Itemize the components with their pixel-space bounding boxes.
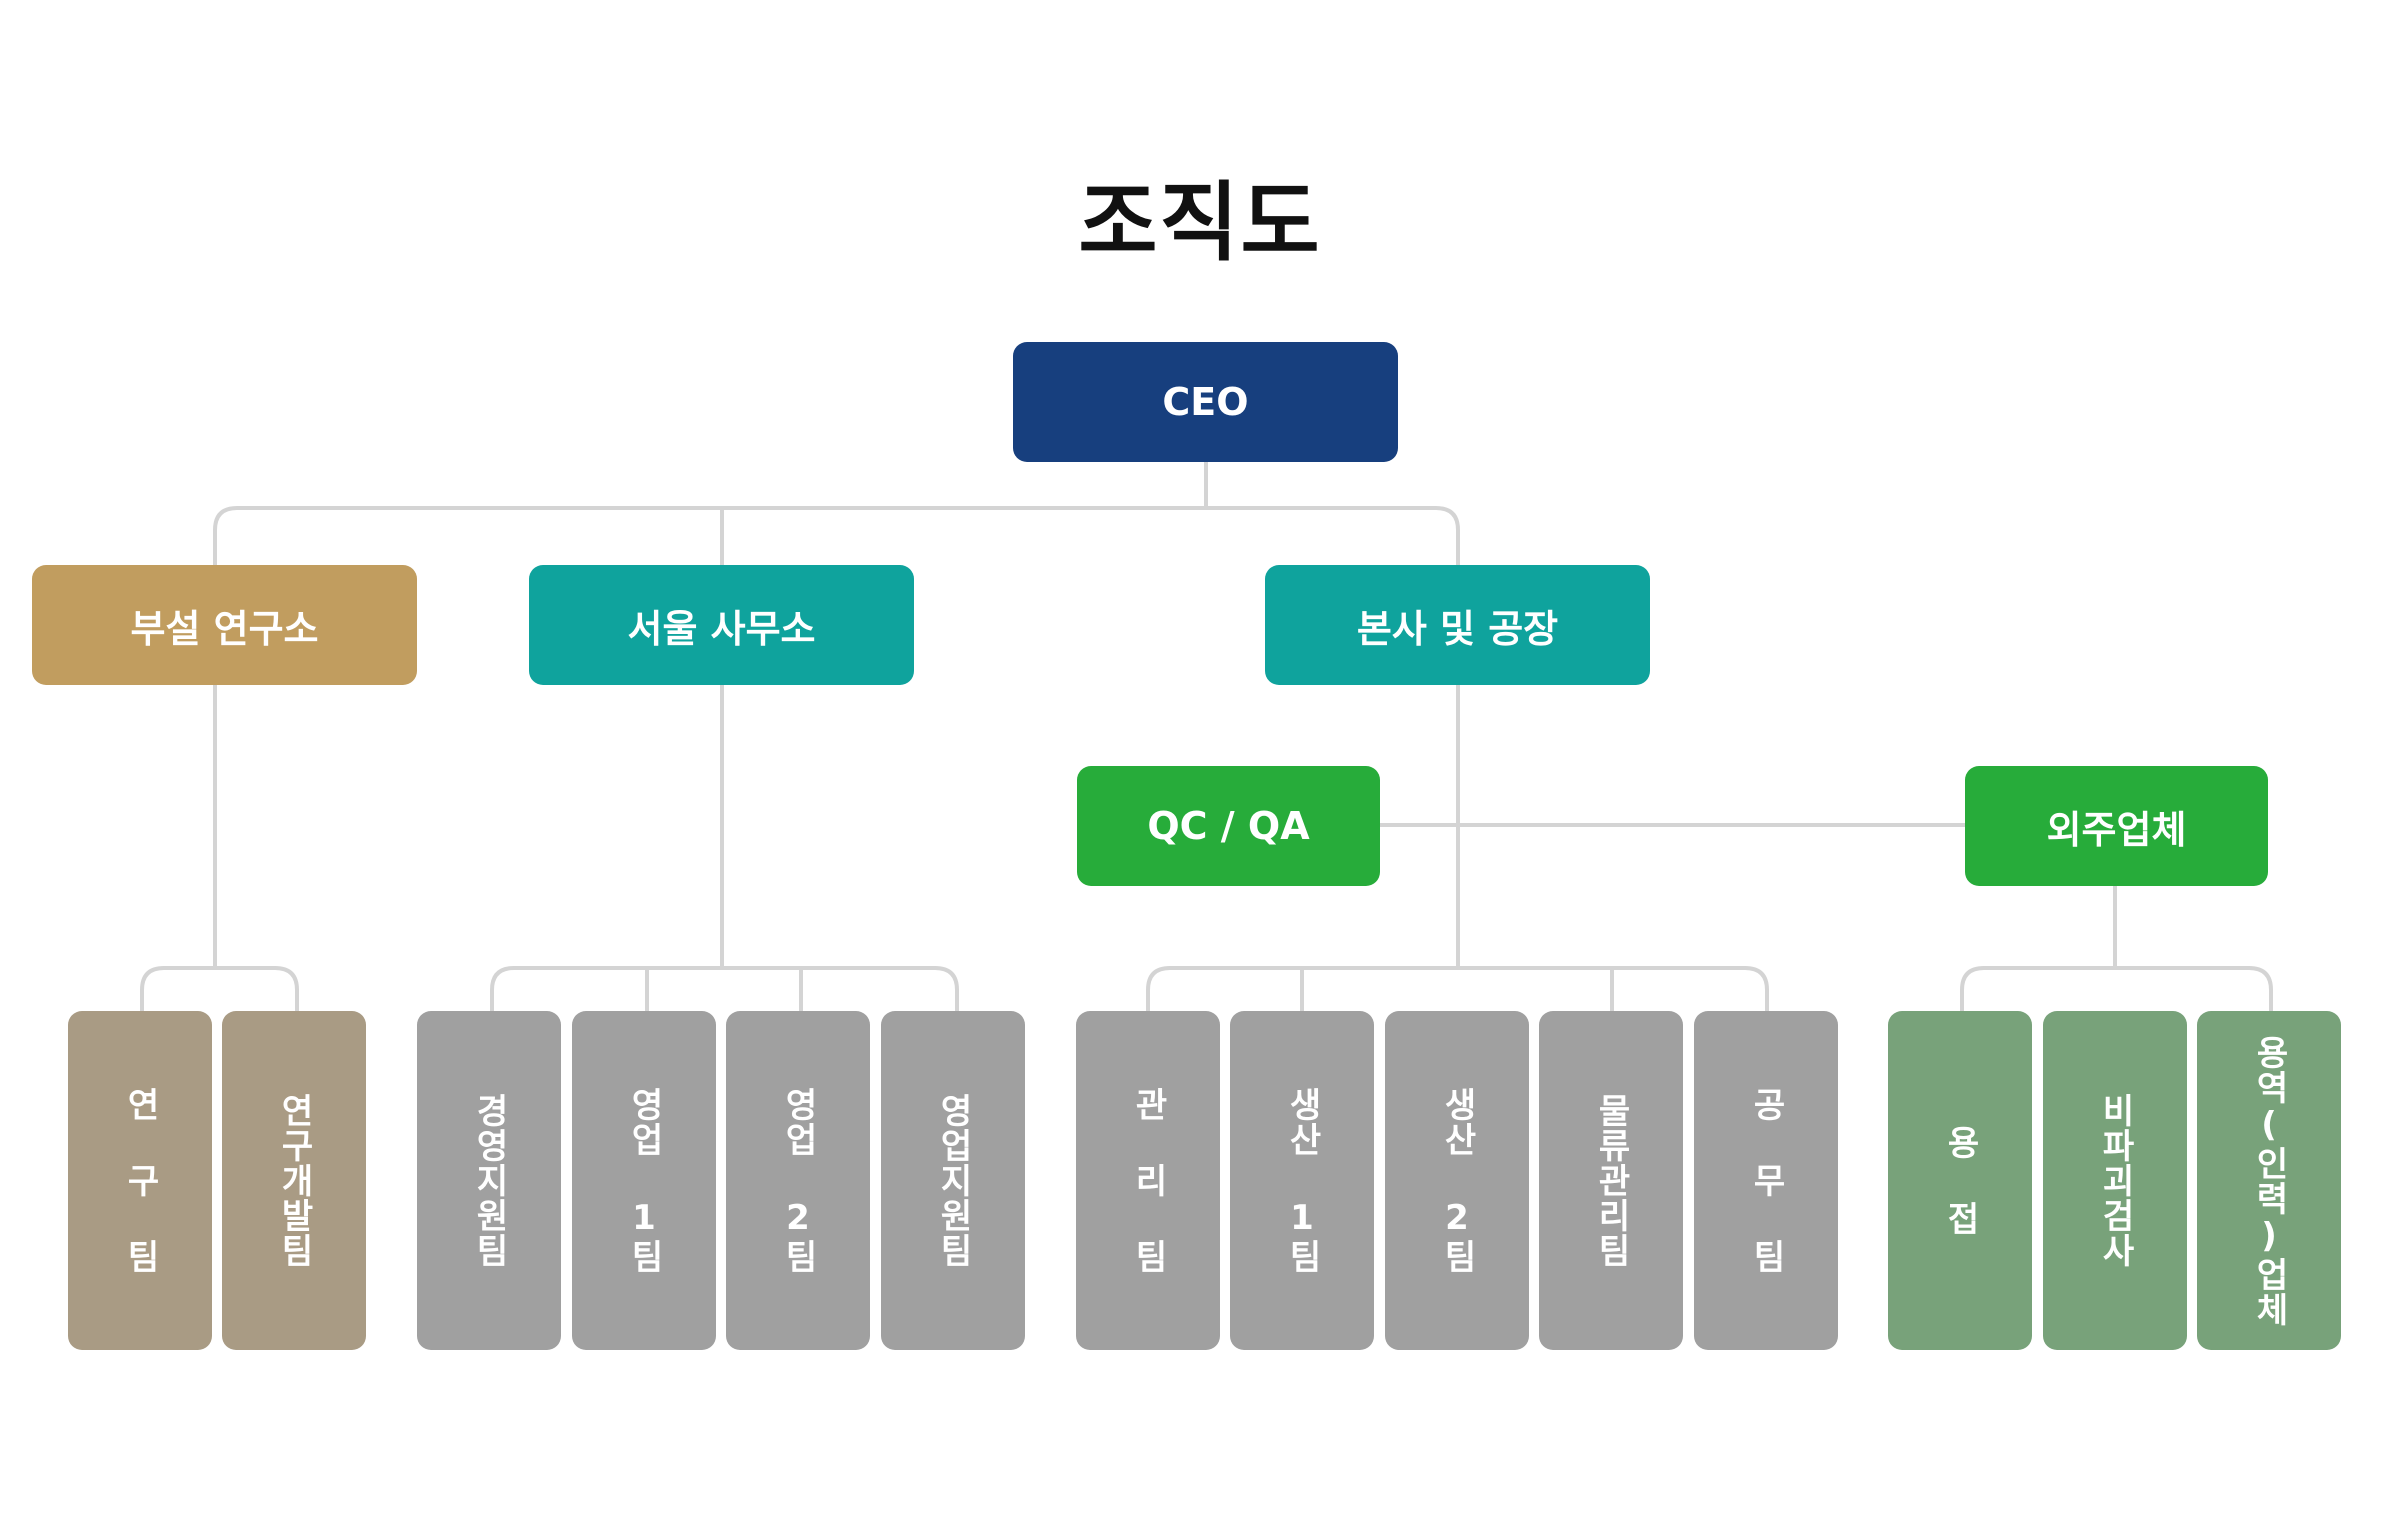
team-box-sales-support: 영업지원팀 [881,1011,1025,1350]
team-label: 영업 1팀 [624,1087,664,1274]
seoul-division-box: 서울 사무소 [529,565,914,685]
connector-branch [140,966,299,1011]
lab-division-box: 부설 연구소 [32,565,417,685]
team-label: 비파괴검사 [2095,1093,2135,1268]
team-label: 용역(인력)업체 [2249,1034,2289,1327]
team-label: 연 구 팀 [120,1087,160,1274]
team-box-production-1: 생산 1팀 [1230,1011,1374,1350]
team-label: 영업 2팀 [778,1087,818,1274]
team-box-ndt: 비파괴검사 [2043,1011,2187,1350]
team-label: 관 리 팀 [1128,1087,1168,1274]
ceo-box: CEO [1013,342,1398,462]
qcqa-box: QC / QA [1077,766,1380,886]
page-title: 조직도 [1078,173,1322,273]
team-label: 물류관리팀 [1591,1093,1631,1268]
team-box-admin: 관 리 팀 [1076,1011,1220,1350]
connector-branch [1960,966,2273,1011]
connector-branch [1146,966,1769,1011]
team-label: 생산 1팀 [1282,1087,1322,1274]
team-label: 연구개발팀 [274,1093,314,1268]
team-label: 경영지원팀 [469,1093,509,1268]
team-label: 영업지원팀 [933,1093,973,1268]
team-label: 용 접 [1940,1125,1980,1236]
outsourcing-box: 외주업체 [1965,766,2268,886]
team-box-management-support: 경영지원팀 [417,1011,561,1350]
team-box-labor-contractor: 용역(인력)업체 [2197,1011,2341,1350]
team-box-rnd: 연구개발팀 [222,1011,366,1350]
team-box-sales-2: 영업 2팀 [726,1011,870,1350]
team-box-facilities: 공 무 팀 [1694,1011,1838,1350]
connector-branch [213,506,1460,565]
hq-division-box: 본사 및 공장 [1265,565,1650,685]
team-box-welding: 용 접 [1888,1011,2032,1350]
team-box-production-2: 생산 2팀 [1385,1011,1529,1350]
connector-branch [490,966,959,1011]
team-box-logistics: 물류관리팀 [1539,1011,1683,1350]
team-label: 공 무 팀 [1746,1087,1786,1274]
team-box-sales-1: 영업 1팀 [572,1011,716,1350]
team-label: 생산 2팀 [1437,1087,1477,1274]
team-box-research: 연 구 팀 [68,1011,212,1350]
